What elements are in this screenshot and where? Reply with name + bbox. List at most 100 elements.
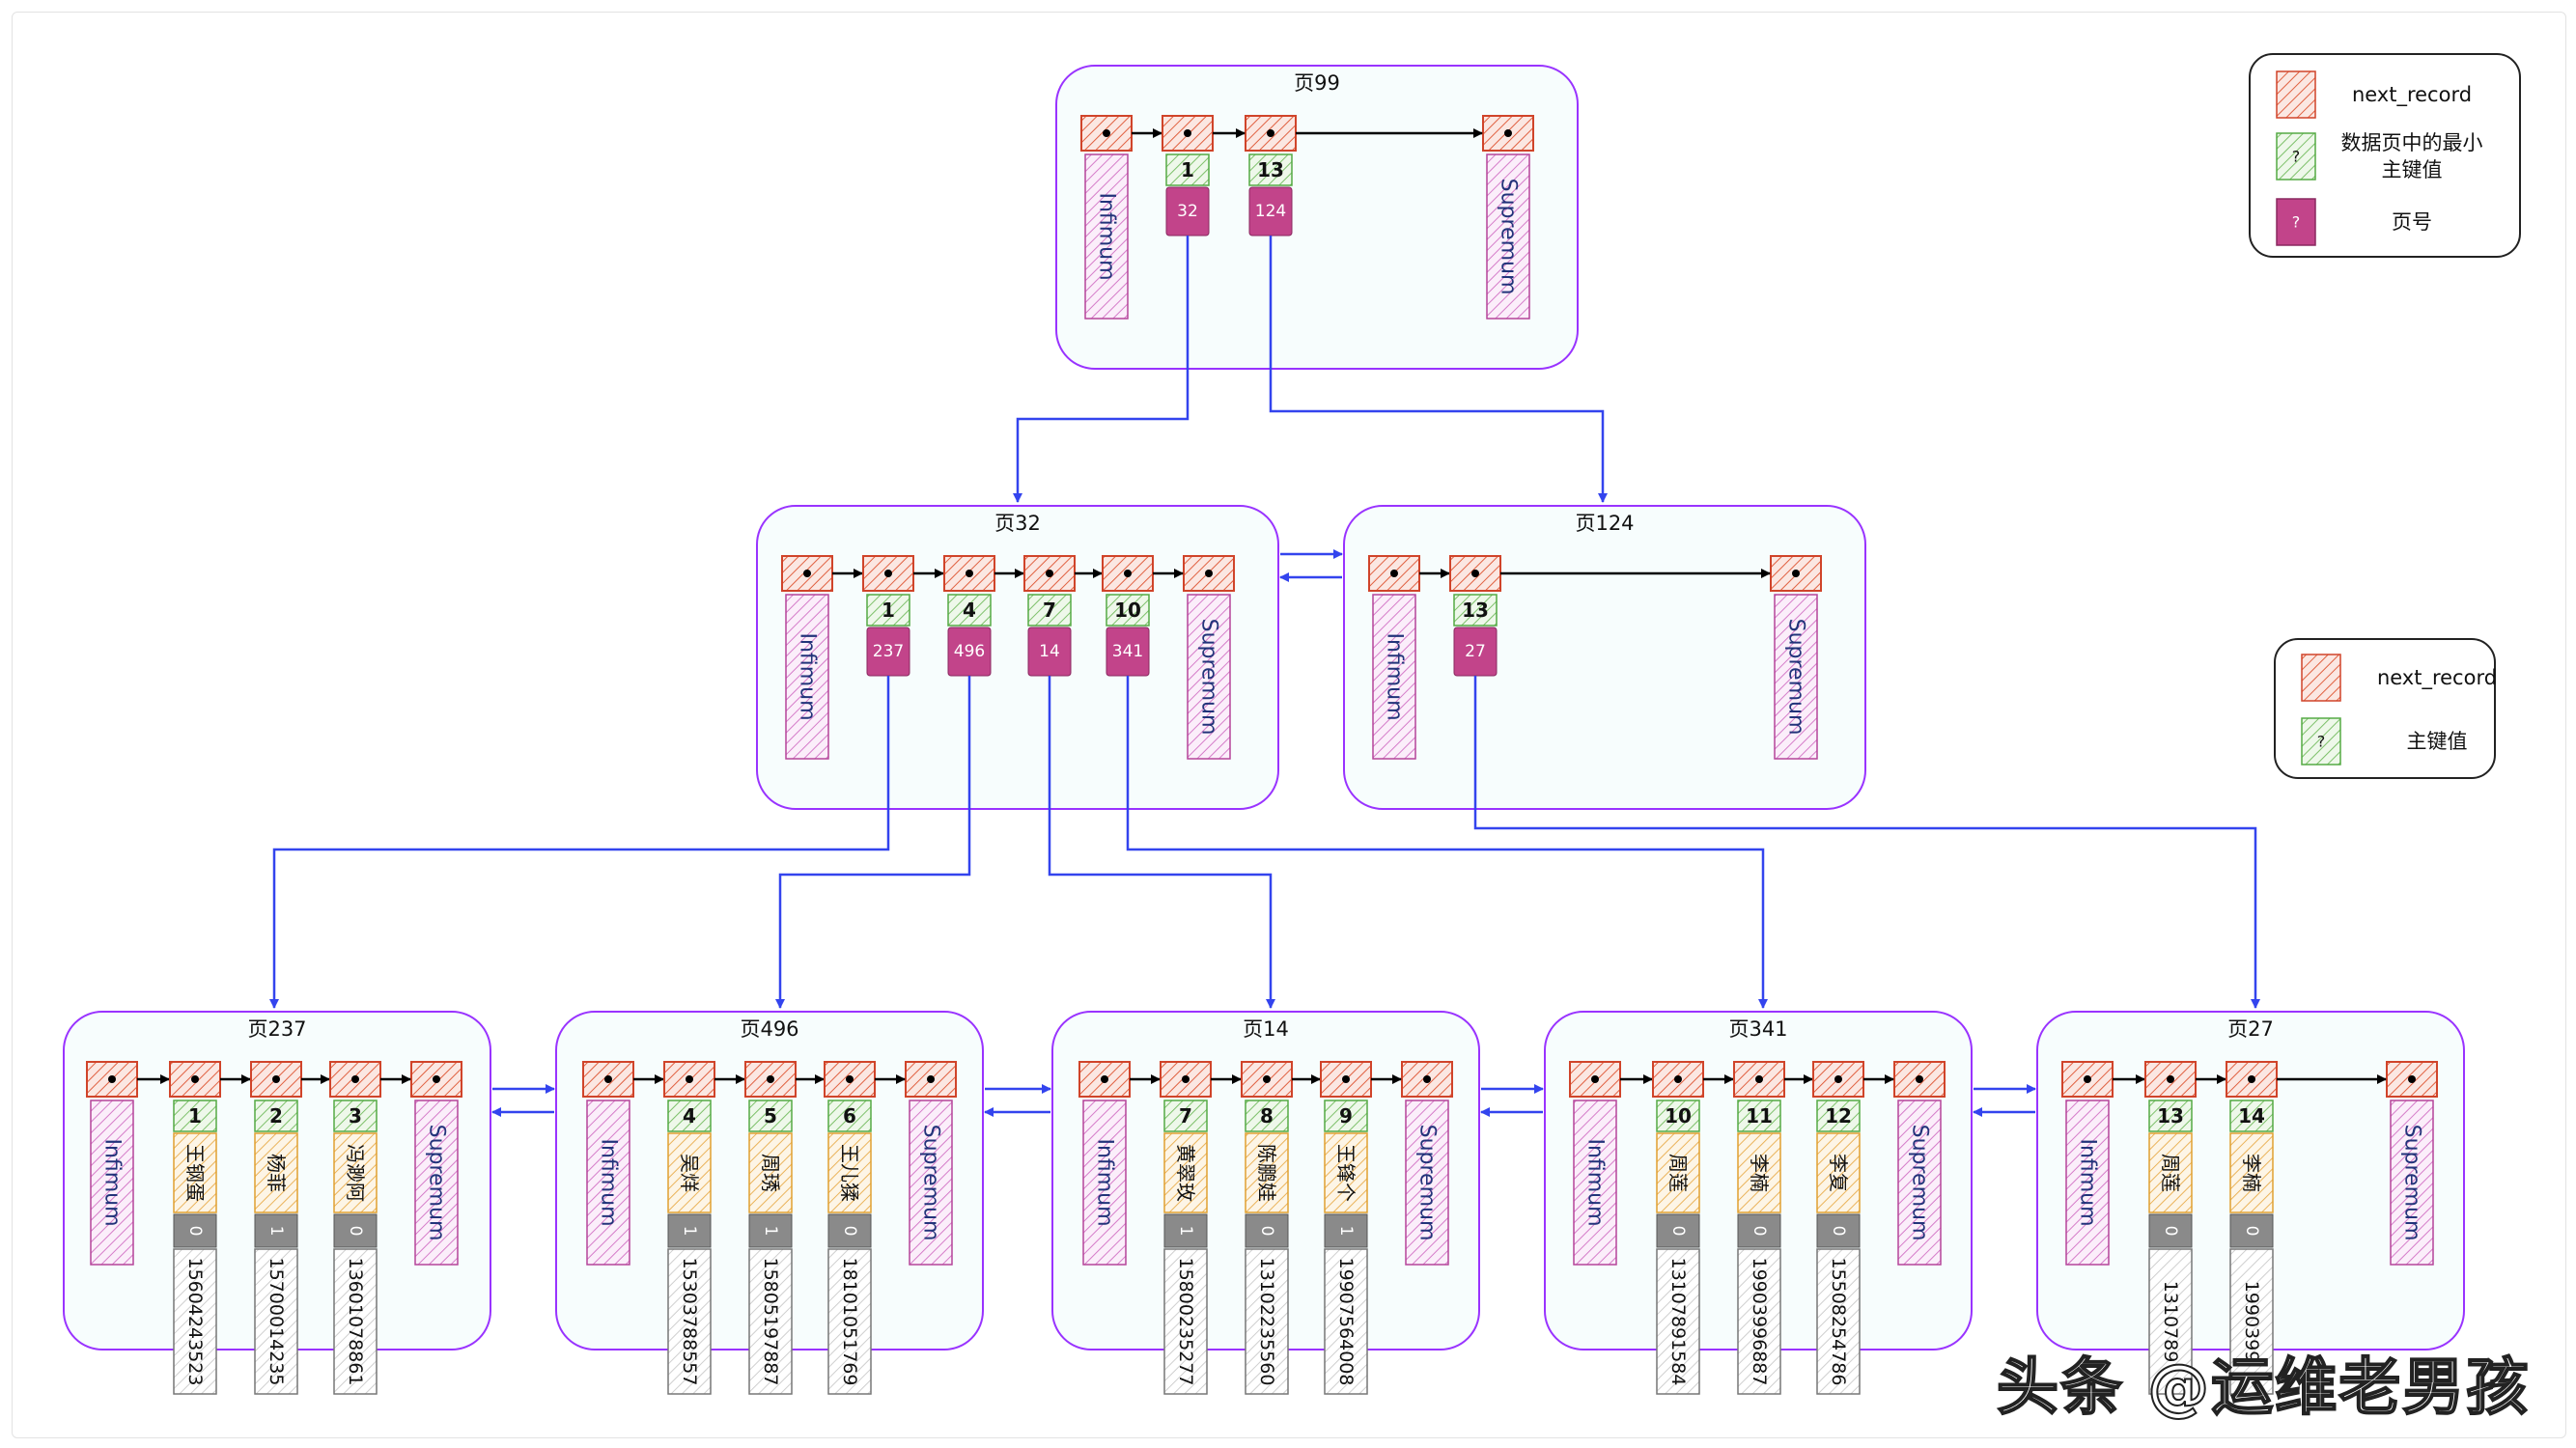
key-value: 3	[349, 1104, 362, 1128]
infimum	[1573, 1100, 1617, 1266]
supremum-label: Supremum	[1908, 1125, 1932, 1241]
supremum-label: Supremum	[1415, 1125, 1440, 1241]
record-flag: 0	[346, 1226, 365, 1237]
next-record-dot	[1263, 1075, 1271, 1083]
next-record-dot	[846, 1075, 854, 1083]
legend-mark: ?	[2317, 733, 2326, 751]
key-value: 6	[843, 1104, 856, 1128]
record-phone-cell	[254, 1248, 298, 1395]
record-name-cell	[2229, 1132, 2274, 1213]
next-record-dot	[884, 570, 892, 577]
infimum	[1372, 594, 1416, 760]
supremum	[414, 1100, 459, 1266]
next-record-dot	[1755, 1075, 1763, 1083]
infimum	[1082, 1100, 1127, 1266]
record-name: 周莲	[2159, 1154, 2182, 1192]
record-phone: 1990399	[2241, 1281, 2262, 1363]
record-phone: 18101051769	[839, 1258, 860, 1386]
page-links	[269, 236, 2260, 1117]
record-flag-cell	[1245, 1213, 1289, 1248]
key-cell	[2148, 1100, 2193, 1132]
key-cell	[173, 1100, 217, 1132]
legend-swatch	[2301, 717, 2341, 766]
link-237	[269, 676, 890, 1009]
record-flag: 1	[1336, 1226, 1356, 1237]
leaf-page-title: 页237	[247, 1017, 306, 1041]
record-flag-cell	[333, 1213, 378, 1248]
record-name-cell	[1737, 1132, 1781, 1213]
record-flag-cell	[254, 1213, 298, 1248]
record-flag-cell	[1324, 1213, 1368, 1248]
record-flag: 0	[1829, 1226, 1848, 1237]
record-phone: 1310789	[2160, 1281, 2181, 1363]
record-name-cell	[2148, 1132, 2193, 1213]
record-name-cell	[667, 1132, 712, 1213]
record-name-cell	[254, 1132, 298, 1213]
next-record-dot	[604, 1075, 612, 1083]
next-record-dot	[1342, 1075, 1350, 1083]
record-name: 吴烊	[678, 1154, 701, 1192]
record-name: 黄翠玫	[1174, 1144, 1197, 1202]
infimum-label: Infimum	[796, 632, 820, 720]
internal-page-title: 页124	[1575, 512, 1634, 535]
key-cell	[1453, 594, 1498, 627]
watermark: 头条 @运维老男孩	[1996, 1351, 2531, 1425]
legend-swatch	[2301, 654, 2341, 702]
key-cell	[866, 594, 910, 627]
infimum	[785, 594, 829, 760]
record-name: 李复	[1827, 1154, 1850, 1192]
next-record-dot	[1423, 1075, 1431, 1083]
key-cell	[1027, 594, 1072, 627]
record-flag: 0	[840, 1226, 859, 1237]
next-record-dot	[767, 1075, 774, 1083]
key-cell	[2229, 1100, 2274, 1132]
key-cell	[1163, 1100, 1208, 1132]
key-cell	[1106, 594, 1150, 627]
record-phone-cell	[1816, 1248, 1861, 1395]
supremum	[1187, 594, 1231, 760]
next-record-dot	[1471, 570, 1479, 577]
record-phone: 19907564008	[1335, 1258, 1357, 1386]
next-record-dot	[2248, 1075, 2255, 1083]
record-phone-cell	[1324, 1248, 1368, 1395]
record-name-cell	[333, 1132, 378, 1213]
record-name: 陈鹏娃	[1255, 1144, 1278, 1202]
key-cell	[254, 1100, 298, 1132]
record-phone-cell	[1737, 1248, 1781, 1395]
key-cell	[748, 1100, 793, 1132]
record-phone: 13107891584	[1667, 1258, 1689, 1386]
key-cell	[1816, 1100, 1861, 1132]
infimum-label: Infimum	[1583, 1138, 1608, 1226]
key-value: 1	[882, 599, 895, 622]
leaf-page-title: 页496	[740, 1017, 798, 1041]
record-flag-cell	[1816, 1213, 1861, 1248]
next-record-dot	[1205, 570, 1213, 577]
internal-page-title: 页32	[994, 512, 1041, 535]
record-name-cell	[1245, 1132, 1289, 1213]
next-record-dot	[1792, 570, 1800, 577]
page-pointer-value: 27	[1465, 642, 1486, 661]
next-record-dot	[1103, 129, 1110, 137]
key-value: 4	[683, 1104, 696, 1128]
record-name-cell	[173, 1132, 217, 1213]
next-record-dot	[2167, 1075, 2174, 1083]
supremum	[1405, 1100, 1449, 1266]
record-phone-cell	[748, 1248, 793, 1395]
link-32	[1013, 236, 1190, 503]
record-phone-cell	[2229, 1248, 2274, 1395]
record-phone: 15604243523	[184, 1258, 206, 1386]
key-value: 10	[1114, 599, 1141, 622]
link-496	[775, 676, 971, 1009]
infimum-label: Infimum	[1093, 1138, 1117, 1226]
record-flag-cell	[1737, 1213, 1781, 1248]
record-phone-cell	[1245, 1248, 1289, 1395]
record-phone: 13102235560	[1256, 1258, 1277, 1386]
leaf-page-title: 页14	[1243, 1017, 1289, 1041]
